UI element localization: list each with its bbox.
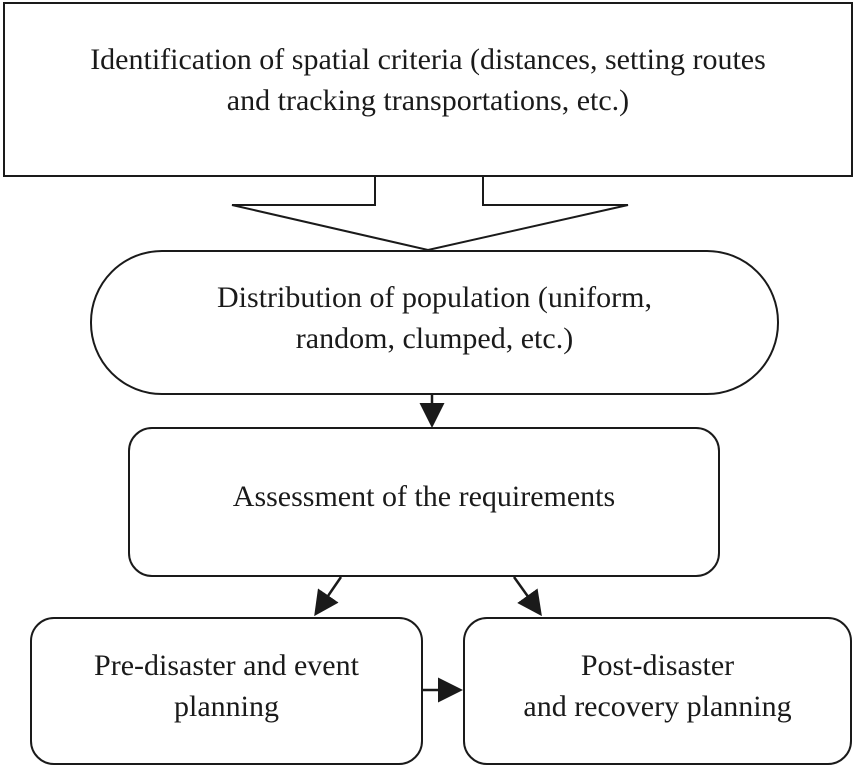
node-pre-disaster-planning-text: Pre-disaster and event planning: [94, 645, 359, 727]
node-spatial-criteria-line-1: Identification of spatial criteria (dist…: [90, 42, 766, 76]
node-post-disaster-planning-line-1: Post-disaster: [580, 649, 735, 682]
node-post-disaster-planning-text: Post-disaster and recovery planning: [523, 645, 791, 727]
arrow-assessment-to-post-disaster: [512, 576, 542, 617]
block-arrow-criteria-to-distribution: [231, 176, 629, 252]
node-post-disaster-planning-line-2: and recovery planning: [523, 690, 792, 723]
node-requirements-assessment: Assessment of the requirements: [128, 427, 720, 577]
node-requirements-assessment-line-1: Assessment of the requirements: [232, 479, 616, 513]
node-spatial-criteria-line-2: and tracking transportations, etc.): [226, 83, 630, 117]
arrow-assessment-to-pre-disaster: [314, 576, 343, 617]
node-pre-disaster-planning: Pre-disaster and event planning: [30, 617, 423, 765]
node-pre-disaster-planning-line-2: planning: [174, 690, 279, 723]
node-population-distribution-line-1: Distribution of population (uniform,: [217, 280, 652, 314]
node-population-distribution: Distribution of population (uniform, ran…: [90, 250, 779, 395]
node-population-distribution-text: Distribution of population (uniform, ran…: [217, 277, 652, 359]
node-requirements-assessment-text: Assessment of the requirements: [233, 476, 615, 517]
node-population-distribution-line-2: random, clumped, etc.): [295, 321, 574, 355]
node-post-disaster-planning: Post-disaster and recovery planning: [463, 617, 852, 765]
node-pre-disaster-planning-line-1: Pre-disaster and event: [94, 649, 359, 682]
node-spatial-criteria: Identification of spatial criteria (dist…: [3, 2, 853, 177]
node-spatial-criteria-text: Identification of spatial criteria (dist…: [90, 39, 766, 121]
